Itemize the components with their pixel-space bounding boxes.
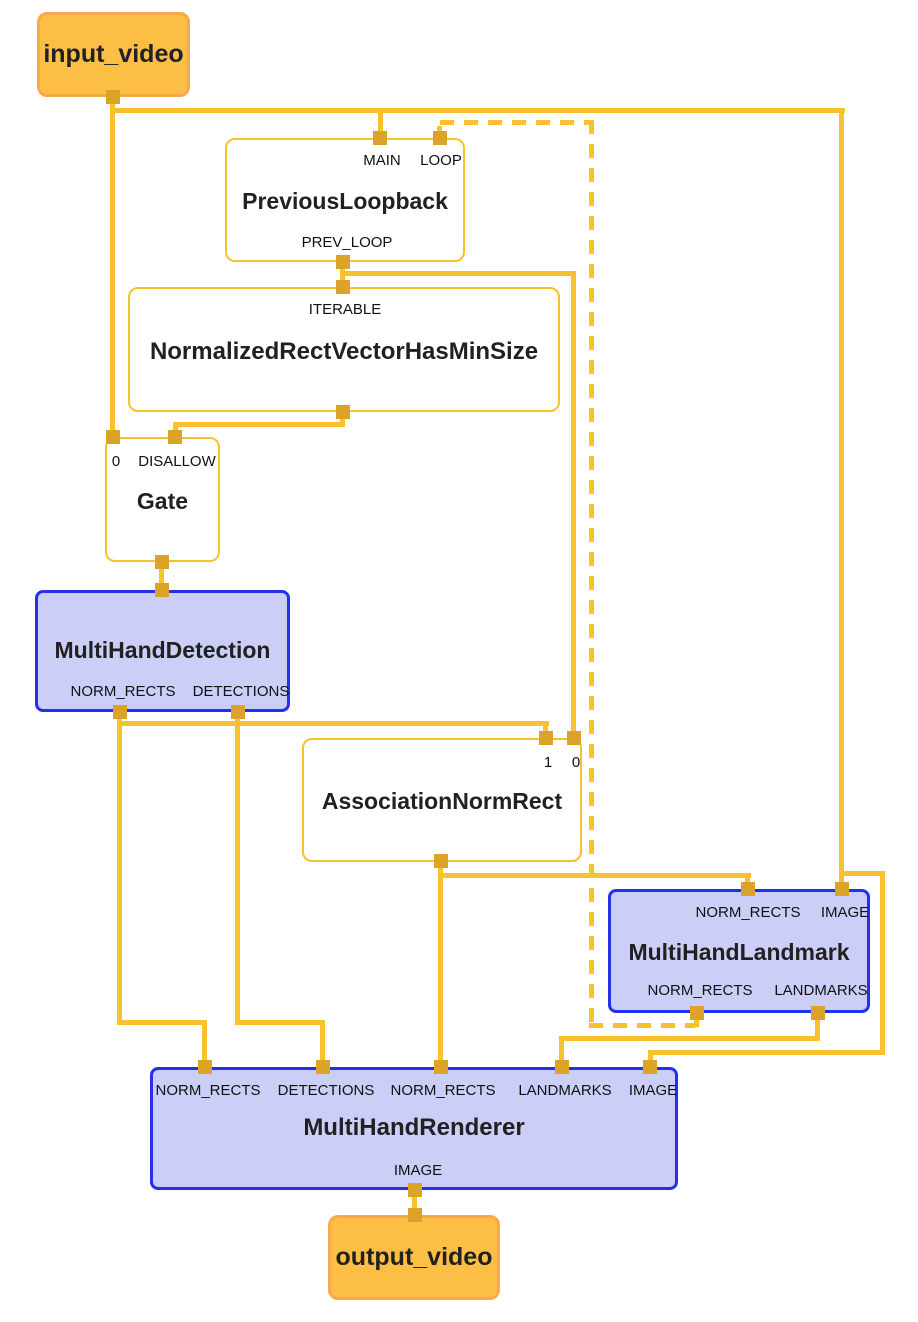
port-label-image-in: IMAGE — [820, 904, 870, 921]
port-label-prev-loop: PREV_LOOP — [301, 234, 393, 251]
node-title: MultiHandDetection — [54, 637, 271, 663]
port-square — [811, 1006, 825, 1020]
node-multi-hand-renderer[interactable]: NORM_RECTS DETECTIONS NORM_RECTS LANDMAR… — [150, 1067, 678, 1190]
port-label-1: 1 — [543, 754, 553, 771]
port-square — [434, 1060, 448, 1074]
node-gate[interactable]: 0 DISALLOW Gate — [105, 437, 220, 562]
port-square — [434, 854, 448, 868]
edge-detections-renderer — [320, 1020, 325, 1067]
edge-prevloop-assoc — [571, 271, 576, 738]
port-square — [408, 1183, 422, 1197]
port-label-norm-rects-2: NORM_RECTS — [390, 1082, 496, 1099]
edge-prevloop-assoc — [340, 271, 576, 276]
node-title: Gate — [136, 488, 189, 514]
edge-loopback-stub — [694, 1013, 699, 1027]
edge-minsize-disallow — [340, 412, 345, 426]
edge-assoc-renderer — [438, 861, 443, 1067]
port-square — [690, 1006, 704, 1020]
port-square — [373, 131, 387, 145]
port-square — [336, 255, 350, 269]
port-square — [155, 583, 169, 597]
edge-renderer-outputvideo — [412, 1190, 417, 1215]
stream-label: input_video — [43, 40, 184, 68]
node-multi-hand-detection[interactable]: MultiHandDetection NORM_RECTS DETECTIONS — [35, 590, 290, 712]
edge-detections-renderer — [235, 712, 240, 1024]
port-square — [555, 1060, 569, 1074]
edge-detections-renderer — [235, 1020, 325, 1025]
port-label-disallow: DISALLOW — [138, 453, 216, 470]
edge-normrects-assoc1 — [543, 721, 548, 738]
edge-image-branch — [648, 1050, 653, 1067]
edge-landmarks-renderer — [815, 1013, 820, 1040]
port-label-main: MAIN — [363, 152, 401, 169]
edge-inputvideo-bus — [111, 108, 845, 113]
port-square — [316, 1060, 330, 1074]
node-title: MultiHandRenderer — [303, 1114, 525, 1141]
node-title: NormalizedRectVectorHasMinSize — [149, 338, 539, 365]
port-square — [539, 731, 553, 745]
port-label-detections: DETECTIONS — [192, 683, 290, 700]
edge-minsize-disallow — [173, 422, 345, 427]
edge-normrects-assoc1 — [117, 721, 549, 726]
port-label-loop: LOOP — [420, 152, 462, 169]
edge-inputvideo-landmark-image — [839, 108, 844, 889]
edge-loopback-dashed — [589, 120, 594, 1027]
port-label-detections: DETECTIONS — [277, 1082, 375, 1099]
port-square — [336, 405, 350, 419]
port-label-landmarks: LANDMARKS — [518, 1082, 612, 1099]
port-label-image-out: IMAGE — [393, 1162, 443, 1179]
edge-inputvideo-gate — [110, 97, 115, 437]
port-square — [433, 131, 447, 145]
edge-normrects-renderer — [117, 1020, 207, 1025]
edge-loopback-dashed — [589, 1023, 695, 1028]
node-input-video[interactable]: input_video — [37, 12, 190, 97]
port-square — [567, 731, 581, 745]
port-square — [336, 280, 350, 294]
port-square — [741, 882, 755, 896]
node-normalized-rect-vector-has-min-size[interactable]: ITERABLE NormalizedRectVectorHasMinSize — [128, 287, 560, 412]
stream-label: output_video — [335, 1243, 493, 1271]
edge-normrects-renderer — [202, 1020, 207, 1067]
edge-detection-normrects — [117, 712, 122, 1024]
edge-gate-detection — [159, 562, 164, 590]
port-label-0: 0 — [571, 754, 581, 771]
port-label-norm-rects: NORM_RECTS — [70, 683, 176, 700]
port-square — [643, 1060, 657, 1074]
port-square — [155, 555, 169, 569]
port-square — [113, 705, 127, 719]
port-label-norm-rects-in: NORM_RECTS — [695, 904, 801, 921]
port-square — [106, 430, 120, 444]
edge-assoc-landmark — [438, 873, 751, 878]
node-association-norm-rect[interactable]: 1 0 AssociationNormRect — [302, 738, 582, 862]
edge-inputvideo-main — [378, 108, 383, 138]
edge-image-branch — [648, 1050, 885, 1055]
port-label-landmarks-out: LANDMARKS — [774, 982, 868, 999]
port-label-0: 0 — [111, 453, 121, 470]
port-label-iterable: ITERABLE — [308, 301, 382, 318]
node-title: AssociationNormRect — [321, 788, 563, 814]
port-label-image-in: IMAGE — [628, 1082, 678, 1099]
port-square — [408, 1208, 422, 1222]
node-previous-loopback[interactable]: MAIN LOOP PreviousLoopback PREV_LOOP — [225, 138, 465, 262]
port-square — [231, 705, 245, 719]
edge-image-branch — [880, 871, 885, 1055]
port-square — [106, 90, 120, 104]
port-label-norm-rects-1: NORM_RECTS — [155, 1082, 261, 1099]
port-square — [835, 882, 849, 896]
node-multi-hand-landmark[interactable]: NORM_RECTS IMAGE MultiHandLandmark NORM_… — [608, 889, 870, 1013]
port-label-norm-rects-out: NORM_RECTS — [647, 982, 753, 999]
edge-assoc-landmark — [745, 873, 750, 889]
node-output-video[interactable]: output_video — [328, 1215, 500, 1300]
port-square — [198, 1060, 212, 1074]
node-title: MultiHandLandmark — [628, 939, 850, 965]
node-title: PreviousLoopback — [242, 188, 448, 214]
edge-landmarks-renderer — [560, 1036, 820, 1041]
edge-prevloop-iterable — [340, 262, 345, 287]
port-square — [168, 430, 182, 444]
edge-landmarks-renderer — [559, 1036, 564, 1067]
edge-image-branch — [841, 871, 885, 876]
edge-loopback-dashed — [440, 120, 593, 125]
